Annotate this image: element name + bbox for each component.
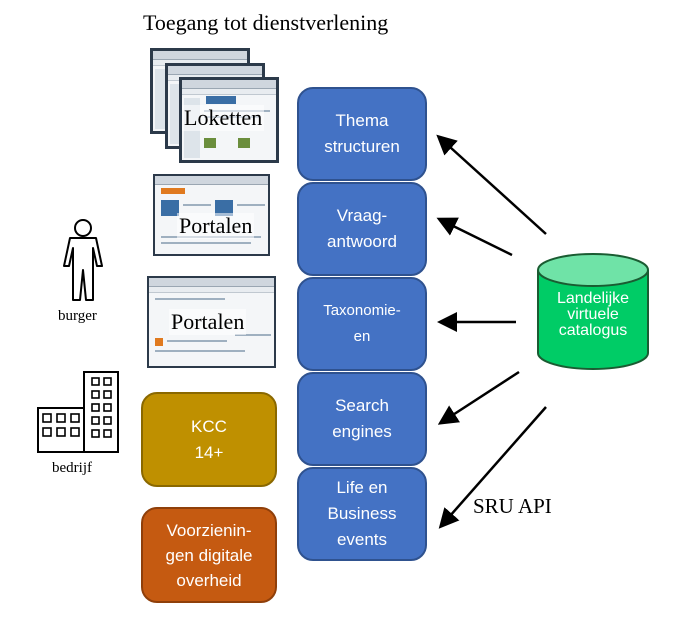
vraag-line-1: Vraag- [336, 206, 388, 225]
kcc-line-2: 14+ [194, 442, 224, 462]
search-line-2: engines [332, 422, 392, 441]
life-line-2: Business [327, 504, 397, 523]
life-business-events-box: Life en Business events [297, 467, 427, 561]
search-line-1: Search [335, 396, 389, 415]
taxonomieen-box: Taxonomie- en [297, 277, 427, 371]
kcc-box: KCC 14+ [141, 392, 277, 487]
loketten-label: Loketten [182, 105, 265, 131]
catalog-label: Landelijke virtuele catalogus [538, 291, 648, 339]
arrow-to-search [437, 370, 520, 425]
kcc-line-1: KCC [191, 416, 227, 436]
thema-structuren-box: Thema structuren [297, 87, 427, 181]
diagram-title: Toegang tot dienstverlening [143, 10, 389, 35]
building-icon [37, 371, 119, 453]
portalen-label-1: Portalen [177, 213, 255, 239]
voorzieningen-line-3: overheid [176, 570, 242, 590]
vraag-line-2: antwoord [327, 232, 397, 251]
portalen-label-2: Portalen [169, 309, 247, 335]
vraag-antwoord-box: Vraag- antwoord [297, 182, 427, 276]
life-line-3: events [336, 530, 388, 549]
search-engines-box: Search engines [297, 372, 427, 466]
sru-api-label: SRU API [473, 494, 552, 518]
voorzieningen-box: Voorzienin- gen digitale overheid [141, 507, 277, 603]
catalog-line-1: Landelijke [556, 290, 630, 307]
voorzieningen-line-1: Voorzienin- [166, 520, 252, 540]
person-icon [63, 219, 103, 301]
taxonomie-line-2: en [353, 328, 371, 345]
catalog-line-2: virtuele [567, 306, 619, 323]
life-line-1: Life en [336, 478, 388, 497]
thema-line-1: Thema [335, 111, 389, 130]
arrow-to-thema [436, 134, 547, 235]
thema-line-2: structuren [324, 137, 400, 156]
arrow-to-vraag [436, 217, 513, 257]
burger-label: burger [58, 308, 97, 324]
catalog-cylinder [537, 253, 649, 370]
taxonomie-line-1: Taxonomie- [323, 302, 401, 319]
catalog-line-3: catalogus [558, 322, 628, 339]
voorzieningen-line-2: gen digitale [165, 545, 253, 565]
arrow-to-life-events [438, 406, 547, 529]
bedrijf-label: bedrijf [52, 460, 92, 476]
